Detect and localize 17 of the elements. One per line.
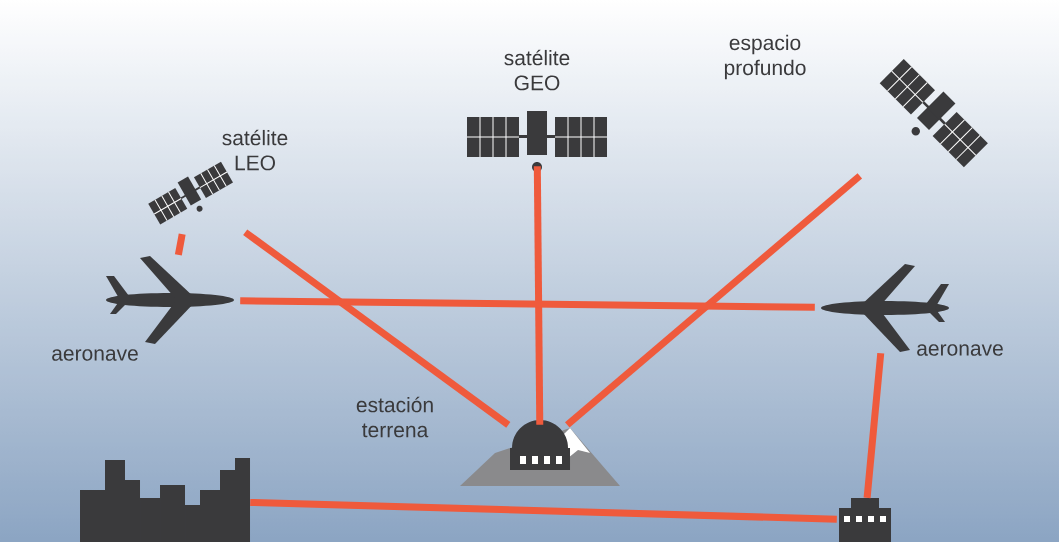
aircraft-label: aeronave [52,349,138,361]
ground-station-drawing [460,420,620,486]
satellite-label: satélite LEO [222,129,288,171]
city-skyline-drawing [80,458,250,542]
station-label: estación terrena [356,396,433,438]
satellite-drawing [879,59,988,168]
beam-line [174,233,186,256]
aircraft-label: aeronave [917,344,1003,356]
satellite-drawing [148,161,233,225]
aircraft-drawing [106,256,234,344]
beam-line [565,173,863,428]
satellite-label: satélite GEO [504,49,570,91]
building-drawing [839,498,891,542]
beam-line [863,352,885,499]
satellite-label: espacio profundo [724,34,806,80]
beam-line [243,229,511,428]
satellite-drawing [466,111,608,172]
